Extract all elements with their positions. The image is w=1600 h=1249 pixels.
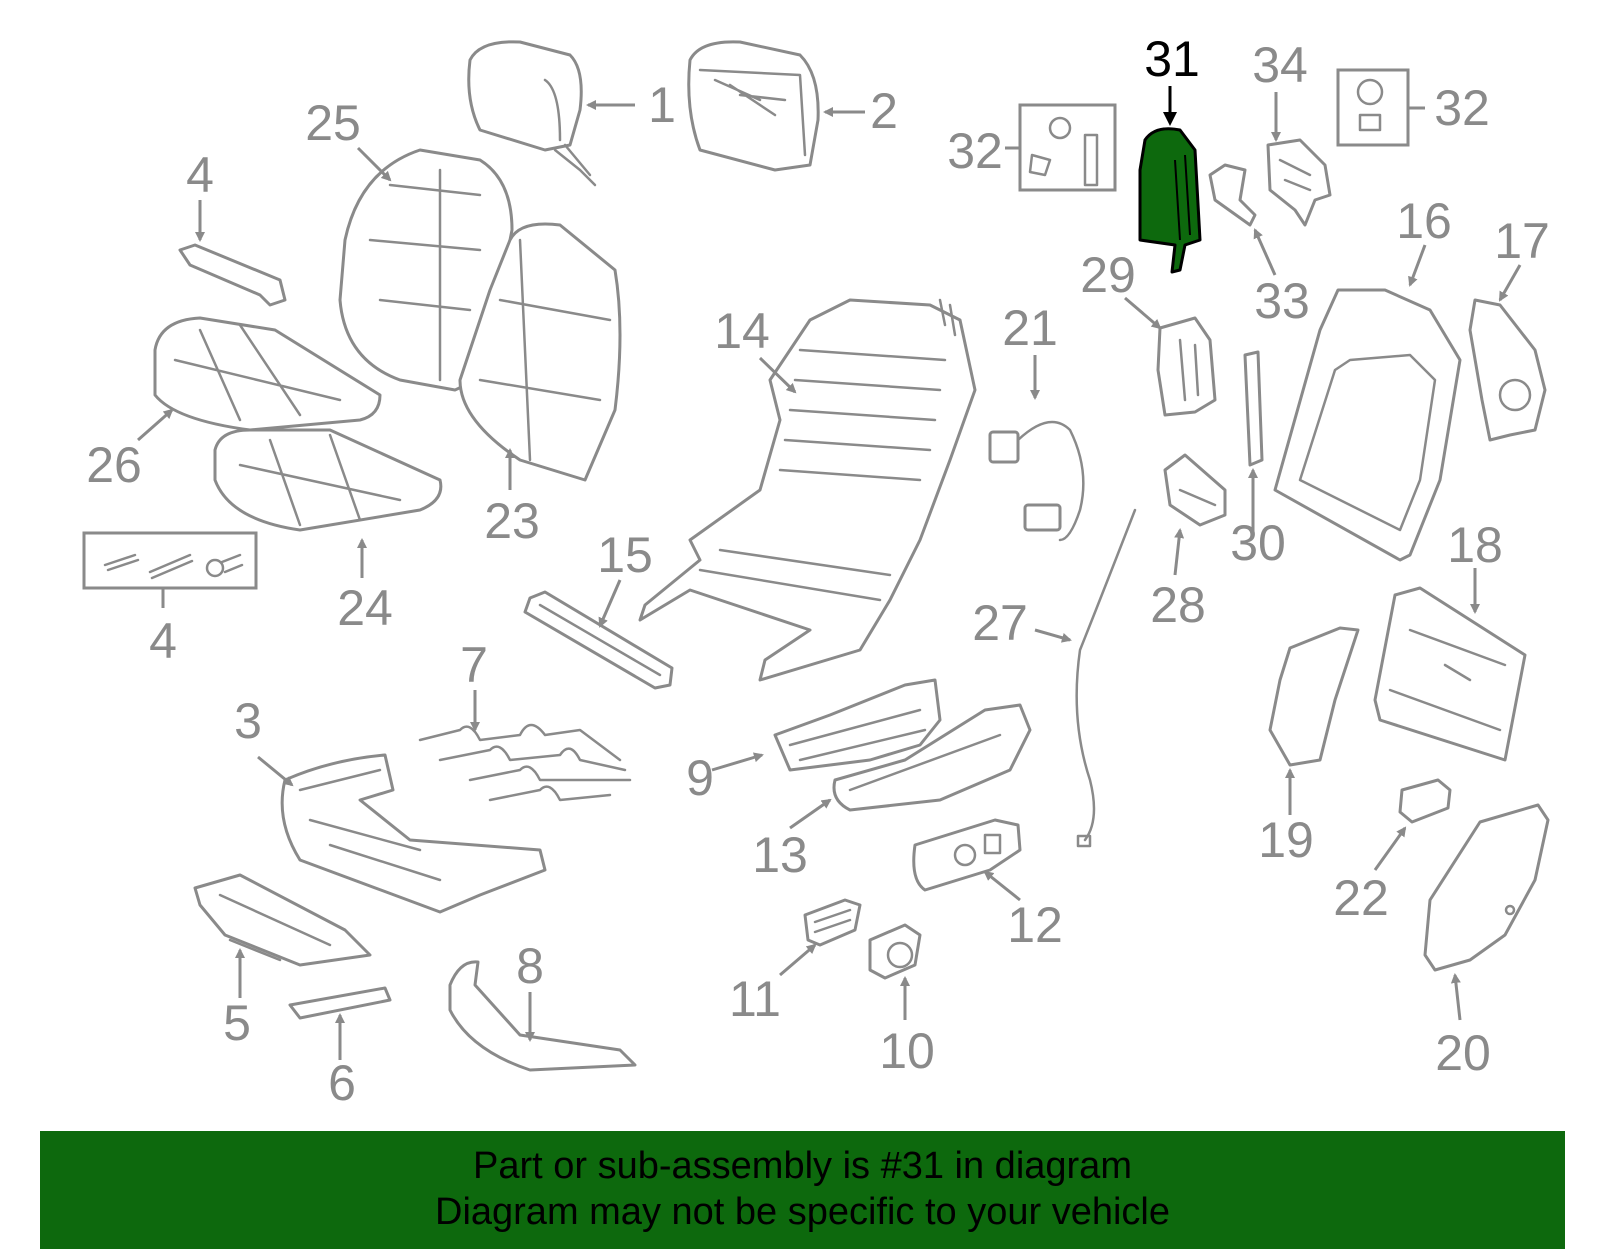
- callout-7: 7: [460, 637, 488, 693]
- callout-2: 2: [870, 83, 898, 139]
- part-11-switch[interactable]: [803, 898, 862, 947]
- callout-4-upper: 4: [186, 147, 214, 203]
- callout-16: 16: [1396, 193, 1452, 249]
- part-31-highlighted-part[interactable]: [1138, 127, 1202, 274]
- callout-28: 28: [1150, 577, 1206, 633]
- part-4-fastener-kit[interactable]: [82, 531, 258, 590]
- part-7-seat-springs[interactable]: [418, 723, 632, 802]
- callout-1: 1: [648, 77, 676, 133]
- part-18-back-panel[interactable]: [1373, 586, 1527, 762]
- part-30-trim-strip[interactable]: [1243, 350, 1264, 467]
- callout-17: 17: [1494, 213, 1550, 269]
- callout-9: 9: [686, 750, 714, 806]
- callout-30: 30: [1230, 515, 1286, 571]
- callout-15: 15: [597, 527, 653, 583]
- callout-33: 33: [1254, 273, 1310, 329]
- part-26-seat-cushion-cover[interactable]: [153, 316, 382, 432]
- part-21-wire-harness[interactable]: [988, 420, 1085, 542]
- part-15-seat-rail[interactable]: [523, 590, 674, 690]
- part-19-side-trim[interactable]: [1268, 626, 1360, 767]
- part-20-side-shield[interactable]: [1423, 803, 1550, 972]
- banner-line-part-number: Part or sub-assembly is #31 in diagram: [473, 1145, 1132, 1187]
- part-34-bracket[interactable]: [1266, 138, 1332, 227]
- part-17-side-piece[interactable]: [1468, 298, 1547, 442]
- part-33-trim[interactable]: [1208, 163, 1257, 227]
- part-13-side-shield[interactable]: [832, 703, 1032, 812]
- part-24-seat-cushion[interactable]: [213, 428, 443, 532]
- callout-3: 3: [234, 693, 262, 749]
- part-8-side-trim[interactable]: [448, 960, 637, 1072]
- callout-27: 27: [972, 595, 1028, 651]
- callout-18: 18: [1447, 517, 1503, 573]
- part-3-seat-pan[interactable]: [280, 753, 547, 914]
- callout-4-lower: 4: [149, 613, 177, 669]
- banner-line-disclaimer: Diagram may not be specific to your vehi…: [435, 1191, 1170, 1233]
- part-1-headrest[interactable]: [467, 40, 597, 187]
- callout-20: 20: [1435, 1025, 1491, 1081]
- part-29-cover[interactable]: [1156, 316, 1217, 417]
- callout-8: 8: [516, 938, 544, 994]
- part-32-fastener-kit-left[interactable]: [1018, 103, 1117, 192]
- callout-24: 24: [337, 580, 393, 636]
- part-32-fastener-kit-right[interactable]: [1336, 68, 1410, 147]
- callout-25: 25: [305, 95, 361, 151]
- callout-29: 29: [1080, 247, 1136, 303]
- callout-11: 11: [729, 971, 781, 1027]
- callout-12: 12: [1007, 897, 1063, 953]
- part-16-backrest-panel[interactable]: [1273, 288, 1462, 562]
- callout-13: 13: [752, 827, 808, 883]
- part-10-knob[interactable]: [868, 923, 922, 980]
- callout-31-highlighted: 31: [1144, 31, 1200, 87]
- part-23-seat-back-cushion[interactable]: [458, 222, 622, 482]
- part-6-trim-strip[interactable]: [288, 986, 392, 1020]
- part-22-button[interactable]: [1398, 778, 1452, 824]
- part-27-cable[interactable]: [1075, 508, 1137, 848]
- part-5-seat-pan-lower[interactable]: [193, 873, 372, 967]
- callout-32-left: 32: [947, 123, 1003, 179]
- part-9-track-cover[interactable]: [773, 678, 942, 772]
- callout-26: 26: [86, 437, 142, 493]
- callout-10: 10: [879, 1023, 935, 1079]
- callout-22: 22: [1333, 870, 1389, 926]
- part-2-headrest-cover[interactable]: [687, 40, 820, 172]
- callout-21: 21: [1002, 300, 1058, 356]
- part-14-seat-frame[interactable]: [638, 298, 977, 682]
- callout-6: 6: [328, 1055, 356, 1111]
- info-banner: Part or sub-assembly is #31 in diagram D…: [40, 1131, 1565, 1249]
- callout-32-right: 32: [1434, 80, 1490, 136]
- callout-14: 14: [714, 303, 770, 359]
- callout-5: 5: [223, 995, 251, 1051]
- part-12-switch-panel[interactable]: [912, 818, 1022, 892]
- callout-19: 19: [1258, 812, 1314, 868]
- part-25-seat-back-cover[interactable]: [338, 148, 514, 392]
- callout-23: 23: [484, 493, 540, 549]
- part-28-bracket[interactable]: [1163, 453, 1227, 527]
- part-4-bracket[interactable]: [178, 243, 287, 307]
- callout-34: 34: [1252, 37, 1308, 93]
